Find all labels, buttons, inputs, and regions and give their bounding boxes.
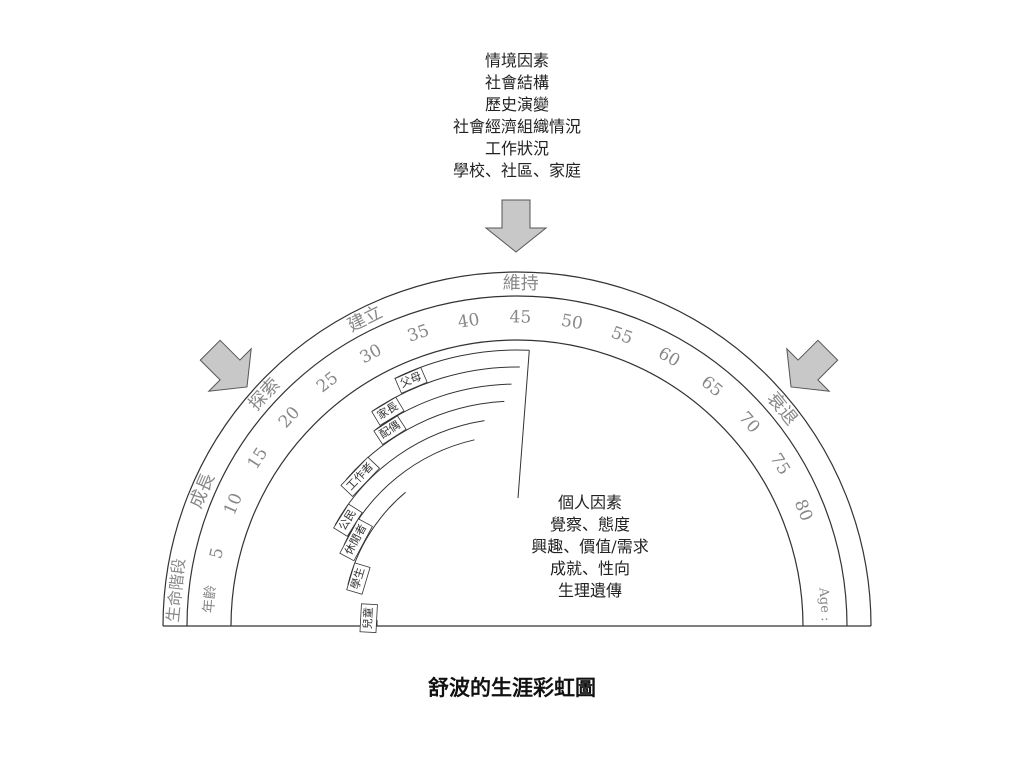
personal-line: 覺察、態度 xyxy=(549,515,630,534)
personal-line: 生理遺傳 xyxy=(557,581,622,600)
age-tick-label: 65 xyxy=(697,372,726,401)
stage-label: 維持 xyxy=(503,273,539,294)
situational-line: 社會結構 xyxy=(484,73,549,92)
age-ring-label: 年齡 xyxy=(201,585,219,614)
role-label: 學生 xyxy=(348,566,368,591)
age-tick-label: 45 xyxy=(509,307,531,327)
role-arc xyxy=(394,349,530,380)
role-label-box xyxy=(371,396,405,426)
personal-line: 成就、性向 xyxy=(549,559,630,578)
situational-line: 社會經濟組織情況 xyxy=(452,117,581,136)
role-label: 兒童 xyxy=(360,607,375,630)
age-tick-label: 20 xyxy=(275,403,304,432)
age-tick-label: 10 xyxy=(220,490,247,518)
age-tick-label: 50 xyxy=(559,311,584,335)
ring-arc xyxy=(162,271,872,627)
role-label-group: 兒童 xyxy=(359,603,378,634)
age-tick-label: 55 xyxy=(608,323,635,349)
down-left-arrow-icon xyxy=(786,339,839,392)
stage-label: 建立 xyxy=(344,302,386,337)
role-label-box xyxy=(359,603,378,634)
role-arc xyxy=(347,491,406,586)
age-tick-label: 75 xyxy=(766,450,794,479)
role-connector xyxy=(517,350,530,499)
situational-line: 歷史演變 xyxy=(484,95,549,114)
role-label-box xyxy=(373,415,407,445)
stage-label: 成長 xyxy=(186,470,219,511)
role-label-box xyxy=(346,562,371,595)
age-tick-label: 25 xyxy=(313,368,342,397)
role-label-group: 工作者 xyxy=(340,456,381,498)
age-tick-label: 70 xyxy=(734,408,763,437)
arrows xyxy=(199,199,839,392)
role-label-box xyxy=(394,366,428,394)
role-label-box xyxy=(340,456,381,498)
situational-line: 工作狀況 xyxy=(484,139,549,158)
age-tick-label: 60 xyxy=(655,343,684,371)
age-tick-label: 30 xyxy=(357,340,386,368)
situational-line: 情境因素 xyxy=(484,51,549,70)
personal-line: 興趣、價值/需求 xyxy=(531,537,649,556)
age-tick-label: 15 xyxy=(244,444,273,473)
role-label-group: 父母 xyxy=(394,366,428,394)
role-label-box xyxy=(339,518,373,562)
diagram-caption: 舒波的生涯彩虹圖 xyxy=(428,675,596,700)
life-stage-ring-label: 生命階段 xyxy=(163,557,189,623)
age-tick-label: 40 xyxy=(456,310,481,333)
personal-factors: 個人因素 覺察、態度 興趣、價值/需求 成就、性向 生理遺傳 xyxy=(470,492,710,602)
stage-label: 探索 xyxy=(245,374,285,415)
personal-line: 個人因素 xyxy=(557,493,622,512)
ring-arc xyxy=(186,295,848,627)
role-arc xyxy=(374,383,512,431)
age-end-label: Age : xyxy=(815,586,832,622)
stage-label: 衰退 xyxy=(762,388,801,429)
arrow-shape xyxy=(199,339,252,392)
age-tick-label: 80 xyxy=(790,497,817,525)
ring-arc xyxy=(230,339,804,627)
role-label-group: 學生 xyxy=(346,562,371,595)
down-arrow-icon xyxy=(484,199,548,253)
down-right-arrow-icon xyxy=(199,339,252,392)
situational-line: 學校、社區、家庭 xyxy=(452,161,581,180)
arrow-shape xyxy=(786,339,839,392)
rings xyxy=(162,271,872,627)
age-tick-label: 35 xyxy=(405,321,432,347)
arrow-shape xyxy=(484,199,548,253)
age-tick-label: 5 xyxy=(206,546,228,561)
role-label-box xyxy=(333,503,363,537)
situational-factors: 情境因素 社會結構 歷史演變 社會經濟組織情況 工作狀況 學校、社區、家庭 xyxy=(362,50,672,182)
